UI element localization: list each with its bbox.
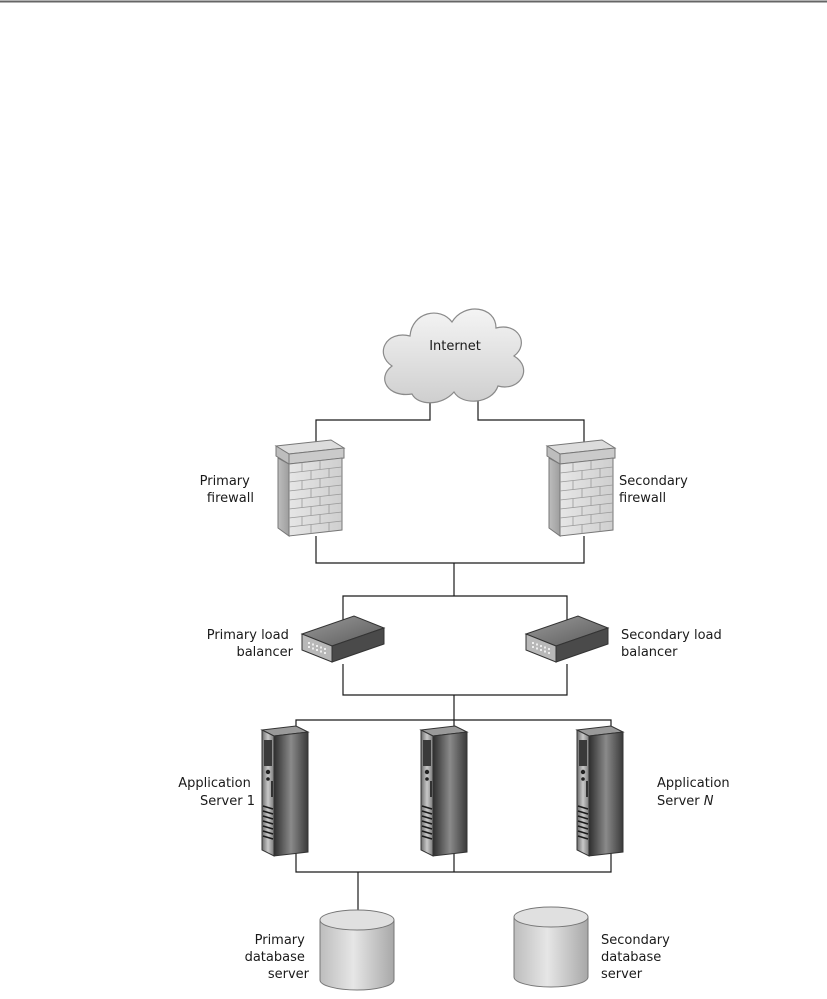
- primary-firewall-icon: [275, 439, 345, 537]
- application-server-2-icon: [420, 725, 468, 857]
- application-server-1-label: Application Server 1: [178, 776, 255, 809]
- secondary-database-icon: [513, 906, 589, 988]
- internet-cloud: Internet: [382, 308, 525, 404]
- primary-load-balancer-icon: [301, 615, 385, 663]
- application-server-n-icon: [576, 725, 624, 857]
- application-server-n-label: Application Server N: [657, 776, 734, 809]
- application-server-1-icon: [261, 725, 309, 857]
- secondary-load-balancer-icon: [525, 615, 609, 663]
- secondary-database-label: Secondary database server: [601, 933, 674, 982]
- secondary-load-balancer-label: Secondary load balancer: [621, 628, 726, 660]
- internet-label: Internet: [429, 339, 481, 354]
- secondary-firewall-icon: [546, 439, 616, 537]
- connector-lines: [295, 384, 612, 910]
- primary-database-icon: [319, 909, 395, 991]
- primary-load-balancer-label: Primary load balancer: [207, 628, 294, 660]
- primary-database-label: Primary database server: [245, 933, 310, 982]
- secondary-firewall-label: Secondary firewall: [619, 474, 692, 506]
- primary-firewall-label: Primary firewall: [200, 474, 254, 506]
